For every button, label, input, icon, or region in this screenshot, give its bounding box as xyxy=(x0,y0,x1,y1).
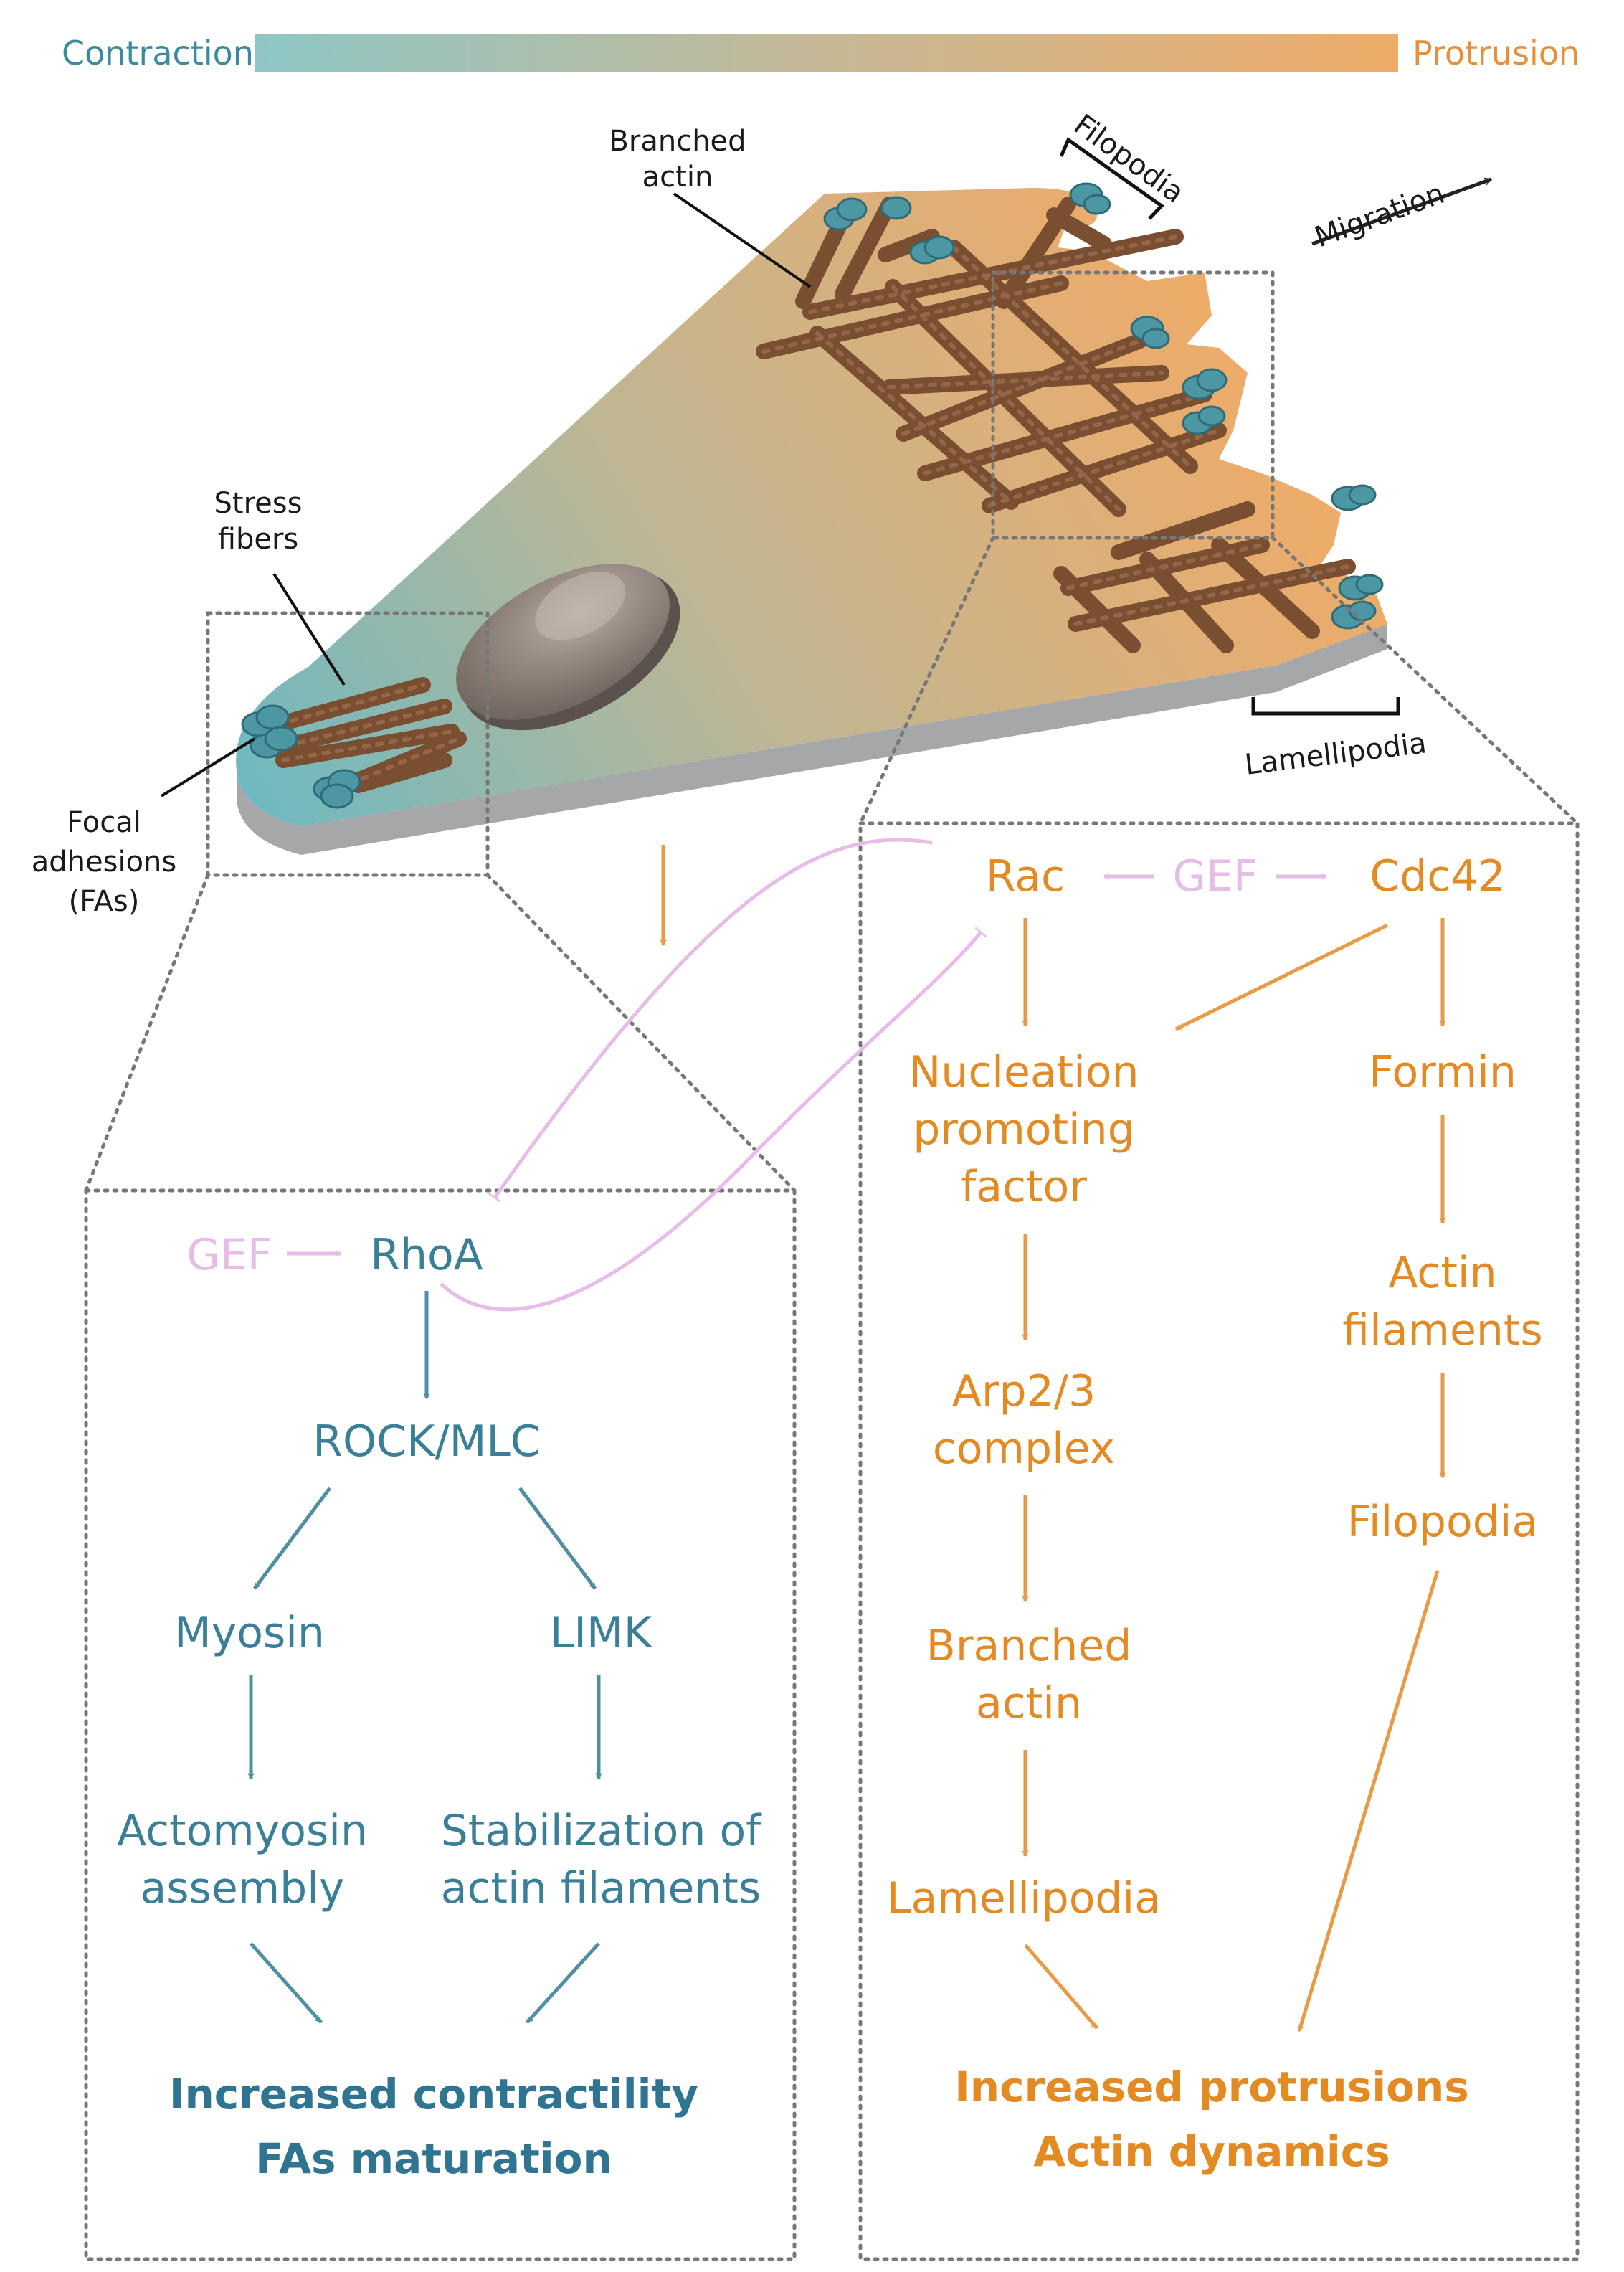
rho-gef-node: GEF xyxy=(187,1230,272,1280)
lamellipodia-node: Lamellipodia xyxy=(887,1873,1161,1923)
actomyosin-node: Actomyosin xyxy=(117,1806,368,1856)
focal-adhesions xyxy=(241,182,1384,809)
contractility-outcome: Increased contractility xyxy=(169,2070,698,2119)
cell-illustration: Branched actin Filopodia Migration Stres… xyxy=(32,108,1493,918)
rac-pathway-box xyxy=(858,821,1580,2261)
stabilization-to-outcome-arrow xyxy=(526,1942,600,2024)
lamellipodia-to-outcome-arrow xyxy=(1024,1944,1098,2030)
rac-inhibits-rhoa-curve xyxy=(488,838,933,1203)
myosin-node: Myosin xyxy=(174,1608,325,1658)
npf-node: factor xyxy=(961,1162,1087,1212)
focal-adhesions-label: adhesions xyxy=(32,846,176,879)
cell-side xyxy=(237,624,1387,855)
zoom-line xyxy=(84,873,210,1193)
arp23-node: complex xyxy=(933,1424,1115,1474)
actomyosin-to-outcome-arrow xyxy=(250,1942,323,2024)
focal-adhesion xyxy=(1069,182,1111,215)
focal-adhesion xyxy=(1182,405,1226,435)
focal-adhesion xyxy=(1182,368,1228,400)
rock-to-myosin-arrow xyxy=(253,1487,331,1590)
protrusion-label: Protrusion xyxy=(1412,34,1580,72)
scale-gradient-bar xyxy=(255,34,1398,72)
rho-pathway: GEF RhoA ROCK/MLC Myosin LIMK Actomyosin… xyxy=(117,1230,762,2183)
actomyosin-node: assembly xyxy=(141,1863,345,1913)
zoom-box-front xyxy=(991,270,1275,540)
stabilization-node: Stabilization of xyxy=(441,1806,762,1856)
contraction-label: Contraction xyxy=(62,34,254,72)
arp23-node: Arp2/3 xyxy=(952,1366,1096,1416)
focal-adhesion xyxy=(1331,484,1377,511)
branched-actin-label: Branched xyxy=(609,125,746,158)
contraction-protrusion-scale: Contraction Protrusion xyxy=(62,34,1580,72)
rhoa-inhibits-rac-curve xyxy=(440,927,987,1312)
zoom-outlines xyxy=(84,270,1580,2261)
focal-adhesion xyxy=(880,196,912,220)
npf-node: Nucleation xyxy=(908,1047,1139,1097)
zoom-line xyxy=(485,873,797,1193)
cdc42-to-npf-arrow xyxy=(1174,923,1389,1031)
contractility-outcome: FAs maturation xyxy=(255,2134,612,2183)
zoom-line xyxy=(858,536,995,825)
focal-adhesion xyxy=(823,197,868,231)
lamellipodia-bracket xyxy=(1251,697,1400,716)
protrusion-outcome: Increased protrusions xyxy=(954,2063,1469,2111)
focal-adhesions-pointer xyxy=(160,737,256,797)
actin-filaments-node: Actin xyxy=(1388,1248,1496,1298)
filopodia-bracket xyxy=(1059,137,1164,220)
filopodia-to-outcome-arrow xyxy=(1297,1570,1440,2032)
focal-adhesion xyxy=(313,769,361,809)
focal-adhesions-label: (FAs) xyxy=(69,885,140,918)
rho-pathway-box xyxy=(84,1188,797,2261)
stress-fibers xyxy=(257,677,467,797)
focal-adhesion xyxy=(250,726,298,759)
migration-arrow xyxy=(1311,177,1493,246)
limk-node: LIMK xyxy=(550,1608,653,1658)
actin-filaments-node: filaments xyxy=(1342,1305,1542,1355)
rock-to-limk-arrow xyxy=(518,1487,597,1590)
branched-actin-node: Branched xyxy=(926,1621,1132,1671)
rac-gef-node: GEF xyxy=(1173,851,1258,901)
rock-mlc-node: ROCK/MLC xyxy=(313,1416,540,1467)
cross-inhibition xyxy=(440,838,987,1312)
lamellipodia-label: Lamellipodia xyxy=(1243,726,1428,782)
rac-node: Rac xyxy=(986,851,1065,901)
rhoa-node: RhoA xyxy=(370,1230,483,1280)
rac-pathway: Rac GEF Cdc42 Nucleation promoting facto… xyxy=(887,851,1543,2176)
branched-actin-label: actin xyxy=(642,161,713,194)
stabilization-node: actin filaments xyxy=(441,1863,761,1913)
zoom-box-rear xyxy=(206,611,490,877)
focal-adhesions-label: Focal xyxy=(67,806,141,839)
npf-node: promoting xyxy=(913,1104,1135,1155)
stress-fibers-label: fibers xyxy=(218,523,298,556)
stress-fibers-pointer xyxy=(272,572,346,686)
migration-label: Migration xyxy=(1311,177,1449,255)
formin-node: Formin xyxy=(1369,1047,1516,1097)
branched-actin-pointer xyxy=(673,192,812,288)
focal-adhesion xyxy=(909,235,955,265)
nucleus xyxy=(456,564,680,731)
focal-adhesion xyxy=(1130,316,1170,349)
protrusion-outcome: Actin dynamics xyxy=(1033,2127,1390,2176)
filopodia-node: Filopodia xyxy=(1347,1497,1539,1547)
zoom-line xyxy=(1271,536,1580,825)
cdc42-node: Cdc42 xyxy=(1369,851,1505,901)
focal-adhesion xyxy=(1338,574,1384,601)
stress-fibers-label: Stress xyxy=(214,487,303,520)
branched-actin-node: actin xyxy=(976,1678,1082,1728)
